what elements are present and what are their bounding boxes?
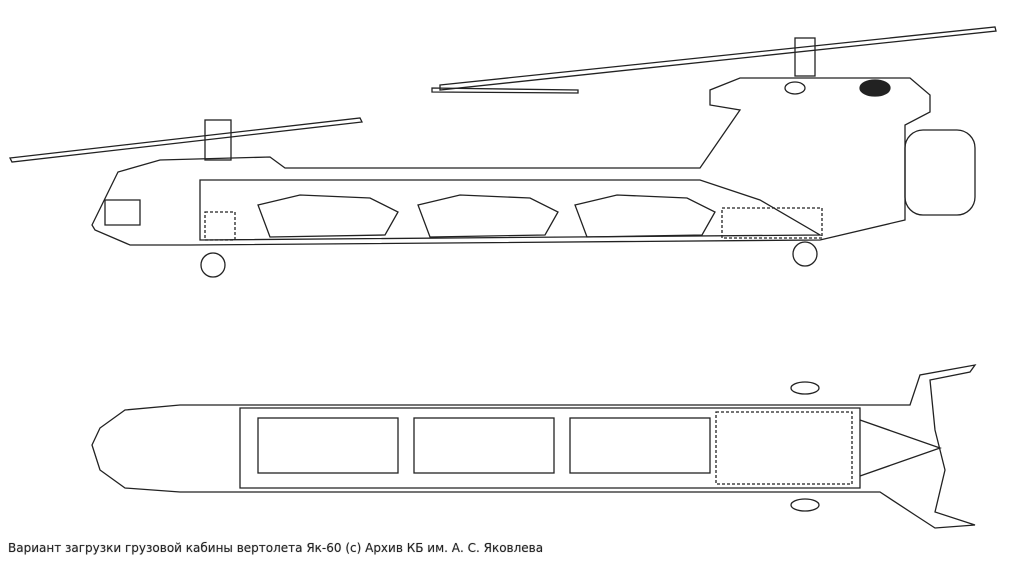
vehicles: [257, 194, 716, 238]
troops: [721, 207, 823, 239]
top-view: [91, 364, 977, 529]
troops-top: [715, 411, 853, 485]
fuselage: [91, 77, 931, 246]
rear-rotor-blade: [439, 26, 997, 91]
front-wheel: [200, 252, 226, 278]
front-rotor-blade: [9, 117, 363, 163]
rear-wheel: [792, 241, 818, 267]
side-view: [9, 26, 997, 278]
cargo-cabin: [199, 179, 823, 241]
rear-engine: [904, 129, 976, 216]
fuselage-top: [91, 364, 977, 529]
caption: Вариант загрузки грузовой кабины вертоле…: [8, 541, 544, 555]
